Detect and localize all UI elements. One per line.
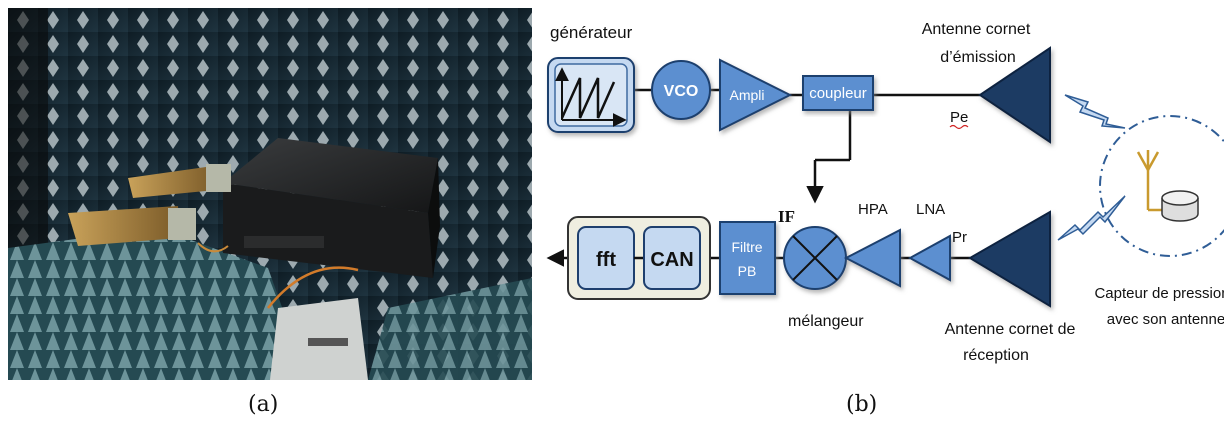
- caption-b: (b): [846, 392, 878, 417]
- pressure-sensor-icon: [1161, 190, 1199, 222]
- ampli-label: Ampli: [729, 87, 764, 103]
- if-label: IF: [778, 207, 795, 226]
- can-label: CAN: [650, 249, 693, 271]
- reception-antenna-label-2: réception: [963, 347, 1029, 364]
- lna-block: [907, 234, 951, 282]
- sawtooth-icon: [560, 77, 616, 119]
- wireless-link-tx-icon: [1064, 94, 1126, 129]
- wireless-link-rx-icon: [1057, 195, 1126, 241]
- coupleur-block: [802, 75, 874, 111]
- pr-label: Pr: [952, 229, 967, 246]
- reception-horn-antenna: [968, 210, 1051, 308]
- filtre-label-1: Filtre: [731, 239, 762, 255]
- caption-a: (a): [248, 392, 279, 417]
- emission-antenna-label-1: Antenne cornet: [922, 21, 1031, 38]
- vco-label: VCO: [664, 83, 699, 100]
- can-block: [643, 226, 701, 290]
- reception-antenna-label-1: Antenne cornet de: [945, 321, 1076, 338]
- coupleur-label: coupleur: [809, 85, 867, 102]
- melangeur-label: mélangeur: [788, 313, 864, 330]
- generator-label: générateur: [550, 23, 633, 42]
- pe-label: Pe: [950, 109, 968, 126]
- filtre-pb-block: [719, 221, 776, 295]
- hpa-label: HPA: [858, 201, 888, 218]
- emission-horn-antenna: [978, 46, 1051, 144]
- vco-block: [651, 60, 711, 120]
- fft-label: fft: [596, 249, 616, 271]
- hpa-block: [843, 228, 901, 288]
- emission-antenna-label-2: d’émission: [940, 49, 1016, 66]
- ampli-block: [719, 58, 793, 132]
- sensor-label-2: avec son antenne: [1107, 311, 1224, 328]
- sensor-label-1: Capteur de pression: [1094, 285, 1224, 302]
- anechoic-chamber-photo: [8, 8, 532, 380]
- radar-block-diagram: générateur VCO Ampli coupleur Antenne co…: [546, 21, 1224, 364]
- filtre-label-2: PB: [738, 263, 757, 279]
- lna-label: LNA: [916, 201, 945, 218]
- sensor-zone: [1099, 115, 1224, 257]
